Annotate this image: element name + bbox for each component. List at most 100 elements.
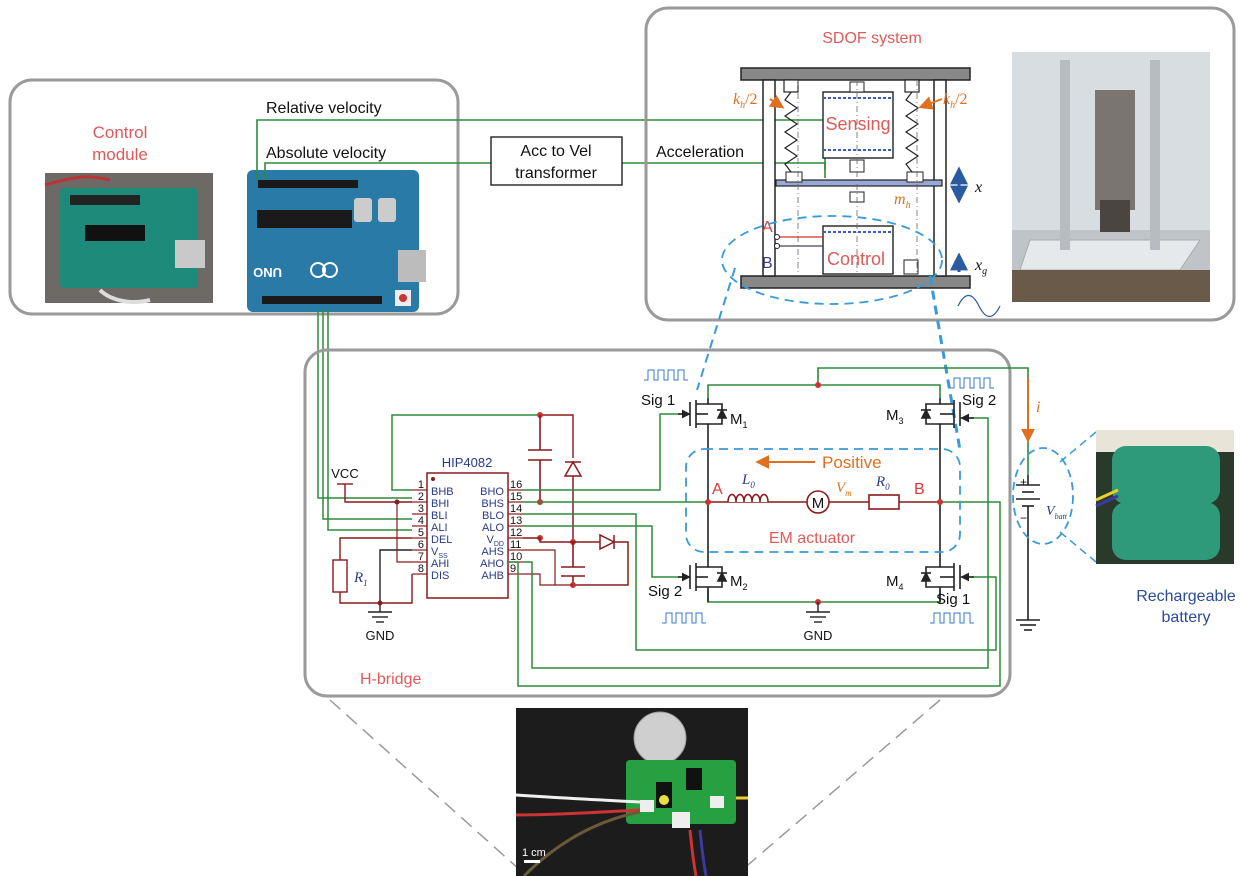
chip-pin-numbers-left: 1 2 3 4 5 6 7 8 <box>418 479 424 575</box>
control-module-title-1: Control <box>93 123 148 142</box>
aho-wire <box>523 417 989 669</box>
m3-label: M3 <box>886 407 904 426</box>
svg-text:BHS: BHS <box>481 498 504 510</box>
hip4082-chip <box>426 472 509 599</box>
svg-text:15: 15 <box>510 491 522 503</box>
ground-wave-icon <box>957 294 1001 318</box>
svg-text:BHI: BHI <box>431 498 449 510</box>
gate-wire-m1 <box>523 413 690 491</box>
svg-text:AHB: AHB <box>481 570 504 582</box>
battery-photo <box>1095 430 1234 564</box>
svg-text:3: 3 <box>418 503 424 515</box>
relative-velocity-label: Relative velocity <box>266 100 382 117</box>
m4-label: M4 <box>886 573 904 592</box>
svg-text:BHO: BHO <box>480 486 504 498</box>
transformer-line1: Acc to Vel <box>520 143 591 160</box>
node-b-sdof: B <box>762 255 773 272</box>
control-module-frame <box>8 78 460 316</box>
em-actuator-label: EM actuator <box>769 530 856 547</box>
resistor-r0 <box>868 494 900 510</box>
arduino-uno-label: UNO <box>253 265 282 280</box>
svg-text:5: 5 <box>418 527 424 539</box>
kh-right-label: kh/2 <box>918 91 968 111</box>
sig1-bottom-label: Sig 1 <box>936 591 970 608</box>
sdof-title: SDOF system <box>822 30 922 47</box>
node-b-label: B <box>914 481 925 498</box>
m1-label: M1 <box>730 411 748 430</box>
svg-text:9: 9 <box>510 563 516 575</box>
pcb-zoom-line-right <box>741 699 941 871</box>
vbatt-label: Vbatt <box>1046 504 1068 521</box>
battery-minus: − <box>1020 511 1027 525</box>
pwm-wave-sig2-bottom <box>662 612 706 624</box>
svg-text:11: 11 <box>510 539 521 551</box>
xg-label: xg <box>974 257 987 277</box>
em-actuator-region <box>685 448 961 553</box>
bootstrap-capacitor-a <box>561 542 585 585</box>
sensing-label: Sensing <box>825 114 890 134</box>
svg-text:6: 6 <box>418 539 424 551</box>
bus-wire-3 <box>327 310 412 531</box>
kh-left-label: kh/2 <box>733 91 785 111</box>
pin7-wire <box>396 502 412 563</box>
battery-zoom-line-top <box>1059 431 1097 463</box>
mass-label: mh <box>894 191 911 211</box>
svg-text:7: 7 <box>418 551 424 563</box>
svg-text:VDD: VDD <box>487 534 504 548</box>
motor-symbol <box>806 490 830 514</box>
sig2-bottom-label: Sig 2 <box>648 583 682 600</box>
pin9-wire <box>523 573 555 586</box>
chip-pin-numbers-right: 16 15 14 13 12 11 10 9 <box>510 479 522 575</box>
svg-text:DIS: DIS <box>431 570 449 582</box>
m2-label: M2 <box>730 573 748 592</box>
svg-text:BLO: BLO <box>482 510 504 522</box>
sig2-top-label: Sig 2 <box>962 392 996 409</box>
pwm-wave-sig2-top <box>950 377 994 389</box>
node-a-label: A <box>712 481 723 498</box>
svg-text:14: 14 <box>510 503 522 515</box>
acceleration-wire-drop <box>815 162 826 178</box>
l0-label: L0 <box>741 472 755 490</box>
sdof-system-frame <box>644 6 1236 322</box>
bootstrap-diode-a <box>523 533 629 586</box>
sdof-photo <box>1012 52 1210 302</box>
arduino-photo <box>44 173 213 304</box>
acceleration-label: Acceleration <box>656 144 744 161</box>
pin1-bootstrap-wire <box>391 414 540 491</box>
svg-text:kh/2: kh/2 <box>733 91 758 111</box>
battery-plus: + <box>1020 475 1027 489</box>
svg-text:VSS: VSS <box>431 546 448 560</box>
r1-label: R1 <box>353 570 368 588</box>
gnd-left-label: GND <box>366 628 395 643</box>
top-rail <box>707 384 941 398</box>
svg-text:ALO: ALO <box>482 522 504 534</box>
svg-text:AHO: AHO <box>480 558 504 570</box>
svg-text:AHI: AHI <box>431 558 449 570</box>
ahs-wire <box>508 501 1001 687</box>
mosfet-m1 <box>689 398 728 502</box>
svg-text:BHB: BHB <box>431 486 454 498</box>
x-label: x <box>974 179 982 196</box>
transformer-line2: transformer <box>515 165 597 182</box>
battery-zoom-ellipse <box>1012 447 1074 545</box>
svg-text:4: 4 <box>418 515 424 527</box>
bootstrap-capacitor-b <box>528 415 552 502</box>
bus-wire-1 <box>317 310 412 499</box>
mosfet-m3 <box>920 398 961 502</box>
svg-text:ALI: ALI <box>431 522 448 534</box>
control-label: Control <box>827 249 885 269</box>
blo-wire <box>523 513 997 651</box>
svg-text:10: 10 <box>510 551 522 563</box>
positive-label: Positive <box>822 453 882 472</box>
mosfet-m4 <box>920 502 961 602</box>
battery-zoom-line-bottom <box>1059 531 1097 563</box>
r0-label: R0 <box>875 474 890 492</box>
pwm-wave-sig1-bottom <box>930 612 974 624</box>
chip-name: HIP4082 <box>442 455 493 470</box>
zoom-line-left <box>696 267 736 391</box>
inductor-l0 <box>727 493 769 503</box>
bootstrap-node-top <box>540 414 574 458</box>
svg-text:kh/2: kh/2 <box>943 91 968 111</box>
svg-text:12: 12 <box>510 527 522 539</box>
